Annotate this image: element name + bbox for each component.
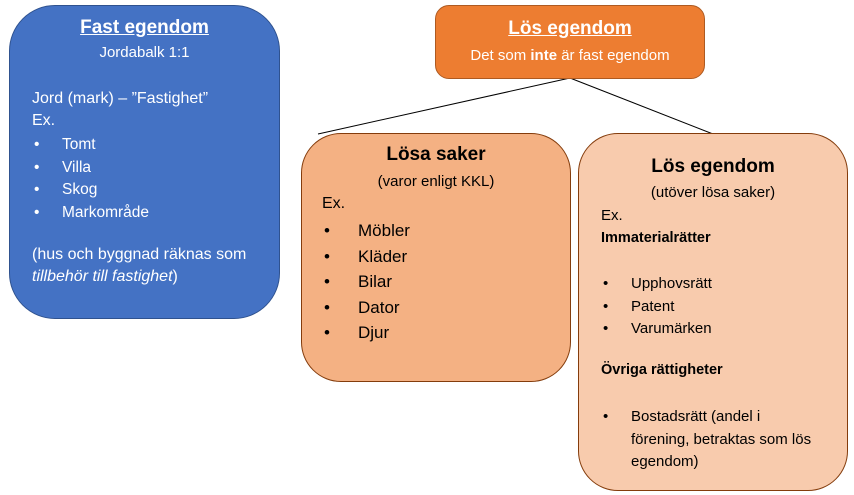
list-item: Bilar — [322, 269, 410, 295]
list-item: Tomt — [32, 134, 149, 157]
list-item: Skog — [32, 179, 149, 202]
losa-saker-ex-label: Ex. — [322, 195, 346, 212]
los-egendom-ex-label: Ex. — [601, 207, 623, 224]
fast-egendom-list: Tomt Villa Skog Markområde — [32, 134, 149, 224]
los-egendom-root-subtitle: Det som inte är fast egendom — [436, 47, 704, 64]
connector-right — [569, 77, 714, 135]
los-egendom-subtitle: (utöver lösa saker) — [650, 184, 776, 201]
losa-saker-box: Lösa saker (varor enligt KKL) Ex. Möbler… — [301, 133, 571, 382]
los-egendom-box: Lös egendom (utöver lösa saker) Ex. Imma… — [578, 133, 848, 491]
list-item: Upphovsrätt — [601, 273, 712, 296]
list-item: Varumärken — [601, 318, 712, 341]
fast-egendom-definition: Jord (mark) – ”Fastighet” — [32, 90, 209, 107]
list-item: Patent — [601, 296, 712, 319]
subtitle-post: är fast egendom — [557, 47, 670, 64]
losa-saker-title: Lösa saker — [386, 144, 486, 165]
list-item: Kläder — [322, 244, 410, 270]
ovriga-rattigheter-heading: Övriga rättigheter — [601, 362, 723, 378]
list-item: Dator — [322, 295, 410, 321]
immaterialratter-heading: Immaterialrätter — [601, 230, 711, 246]
los-egendom-root-box: Lös egendom Det som inte är fast egendom — [435, 5, 705, 79]
fast-egendom-note-line1: (hus och byggnad räknas som — [32, 246, 247, 263]
fast-egendom-note-end: ) — [172, 268, 178, 285]
subtitle-pre: Det som — [470, 47, 531, 64]
los-egendom-title: Lös egendom — [651, 156, 775, 177]
fast-egendom-note-italic: tillbehör till fastighet — [32, 268, 173, 285]
list-item: Djur — [322, 320, 410, 346]
list-item: Möbler — [322, 218, 410, 244]
fast-egendom-title: Fast egendom — [80, 17, 209, 38]
connector-left — [317, 77, 571, 135]
fast-egendom-subtitle: Jordabalk 1:1 — [99, 44, 190, 61]
losa-saker-list: Möbler Kläder Bilar Dator Djur — [322, 218, 410, 346]
list-item: Markområde — [32, 202, 149, 225]
los-egendom-root-title: Lös egendom — [508, 18, 632, 39]
fast-egendom-ex-label: Ex. — [32, 112, 56, 129]
immaterialratter-list: Upphovsrätt Patent Varumärken — [601, 273, 712, 341]
subtitle-bold: inte — [530, 47, 558, 64]
fast-egendom-box: Fast egendom Jordabalk 1:1 Jord (mark) –… — [9, 5, 280, 319]
fast-egendom-note-line2: tillbehör till fastighet) — [32, 268, 178, 286]
list-item: Villa — [32, 157, 149, 180]
list-item: Bostadsrätt (andel i förening, betraktas… — [601, 406, 821, 474]
losa-saker-subtitle: (varor enligt KKL) — [377, 173, 495, 190]
ovriga-rattigheter-list: Bostadsrätt (andel i förening, betraktas… — [601, 406, 821, 474]
